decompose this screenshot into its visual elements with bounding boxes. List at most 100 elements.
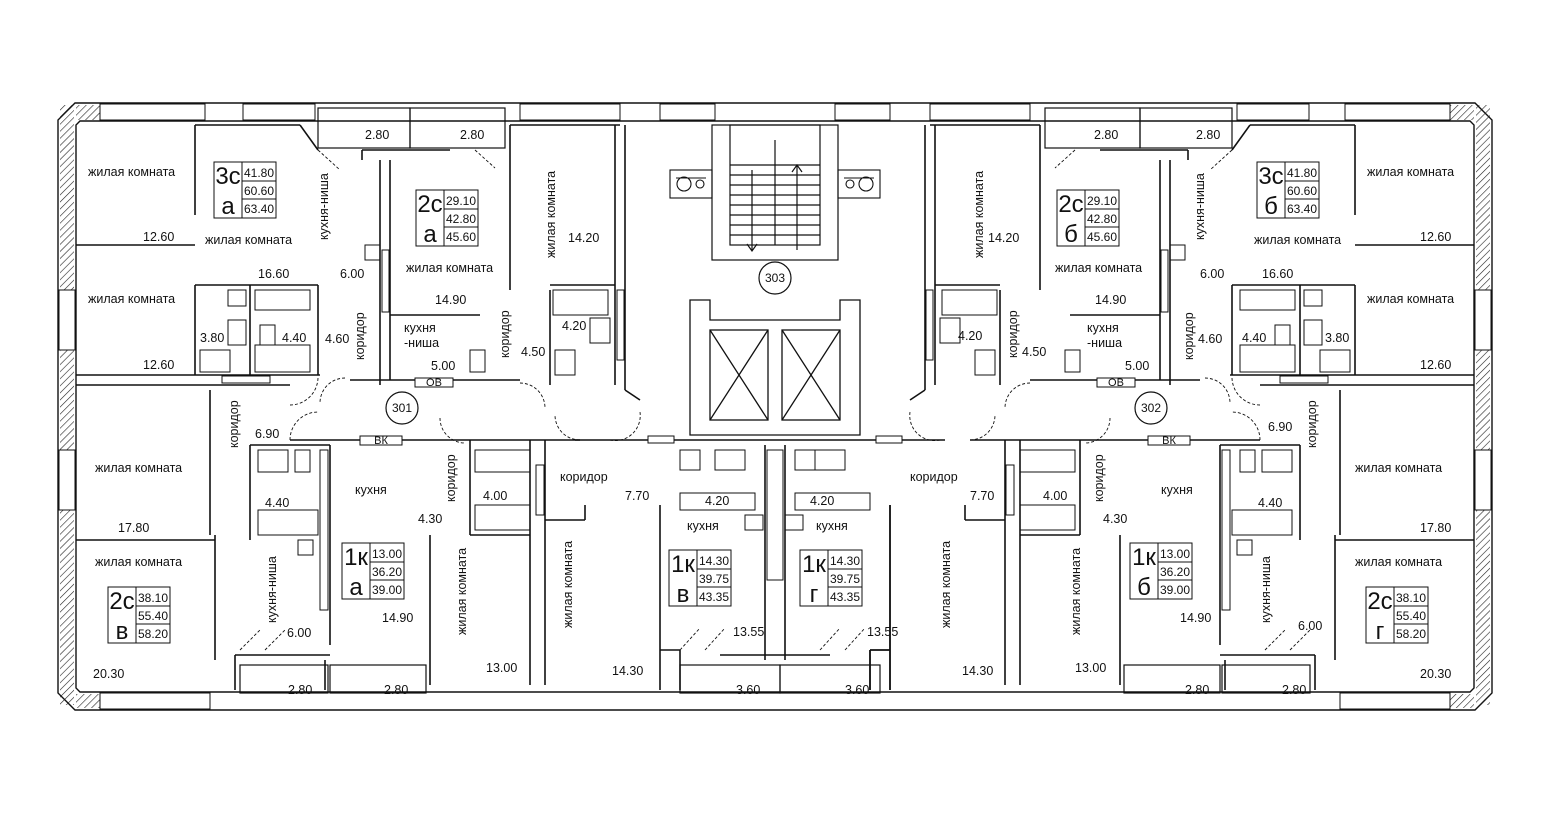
svg-text:2.80: 2.80: [1094, 128, 1118, 142]
svg-text:38.10: 38.10: [138, 591, 168, 605]
svg-text:12.60: 12.60: [143, 230, 174, 244]
svg-text:17.80: 17.80: [118, 521, 149, 535]
svg-text:1к: 1к: [1132, 544, 1156, 571]
room-label: коридор: [1006, 310, 1020, 358]
room-label: кухня: [687, 519, 719, 533]
svg-text:6.00: 6.00: [287, 626, 311, 640]
svg-text:58.20: 58.20: [1396, 627, 1426, 641]
room-label: жилая комната: [561, 541, 575, 628]
room-label: кухня-ниша: [1259, 556, 1273, 623]
svg-text:20.30: 20.30: [93, 667, 124, 681]
svg-text:14.30: 14.30: [962, 664, 993, 678]
svg-text:16.60: 16.60: [258, 267, 289, 281]
svg-text:4.20: 4.20: [810, 494, 834, 508]
svg-text:12.60: 12.60: [143, 358, 174, 372]
svg-text:ВК: ВК: [1162, 435, 1176, 447]
svg-text:7.70: 7.70: [625, 489, 649, 503]
svg-text:4.30: 4.30: [1103, 512, 1127, 526]
svg-text:13.55: 13.55: [733, 625, 764, 639]
svg-text:б: б: [1137, 574, 1151, 601]
room-label: жилая комната: [1069, 548, 1083, 635]
svg-text:1к: 1к: [344, 544, 368, 571]
room-label: жилая комната: [1367, 165, 1454, 179]
svg-text:14.30: 14.30: [830, 554, 860, 568]
svg-text:301: 301: [392, 401, 412, 415]
svg-text:39.75: 39.75: [830, 572, 860, 586]
room-label: кухня: [1087, 321, 1119, 335]
room-label: коридор: [444, 454, 458, 502]
room-label: коридор: [910, 470, 958, 484]
apt-box-1k-a: 1к а 13.00 36.20 39.00: [341, 542, 405, 601]
svg-text:2.80: 2.80: [384, 683, 408, 697]
room-label: коридор: [1305, 400, 1319, 448]
svg-text:14.30: 14.30: [699, 554, 729, 568]
section-303: 303: [758, 261, 792, 295]
svg-text:55.40: 55.40: [1396, 609, 1426, 623]
svg-text:б: б: [1264, 193, 1278, 220]
doors: [239, 149, 1311, 651]
staircase: [711, 124, 839, 261]
svg-text:13.00: 13.00: [372, 547, 402, 561]
room-label: жилая комната: [88, 165, 175, 179]
room-label: кухня: [1161, 483, 1193, 497]
svg-text:4.60: 4.60: [325, 332, 349, 346]
svg-text:4.20: 4.20: [705, 494, 729, 508]
room-label: коридор: [560, 470, 608, 484]
svg-text:6.90: 6.90: [1268, 420, 1292, 434]
tag-vk-left: ВК: [359, 435, 403, 447]
svg-text:38.10: 38.10: [1396, 591, 1426, 605]
room-label: кухня-ниша: [1193, 173, 1207, 240]
windows: [58, 103, 1492, 710]
svg-text:12.60: 12.60: [1420, 358, 1451, 372]
svg-text:4.40: 4.40: [1258, 496, 1282, 510]
svg-text:1к: 1к: [802, 551, 826, 578]
room-label: жилая комната: [95, 555, 182, 569]
svg-text:2.80: 2.80: [1185, 683, 1209, 697]
svg-text:3с: 3с: [215, 163, 240, 190]
svg-text:41.80: 41.80: [244, 166, 274, 180]
svg-text:45.60: 45.60: [1087, 230, 1117, 244]
room-label: коридор: [498, 310, 512, 358]
svg-text:41.80: 41.80: [1287, 166, 1317, 180]
room-label: жилая комната: [455, 548, 469, 635]
svg-text:14.90: 14.90: [1180, 611, 1211, 625]
tag-vk-right: ВК: [1147, 435, 1191, 447]
svg-text:20.30: 20.30: [1420, 667, 1451, 681]
svg-text:13.00: 13.00: [1160, 547, 1190, 561]
elevator-shafts: [689, 299, 861, 436]
svg-text:3.80: 3.80: [200, 331, 224, 345]
svg-text:13.00: 13.00: [1075, 661, 1106, 675]
balconies: [239, 107, 1311, 694]
svg-text:6.90: 6.90: [255, 427, 279, 441]
svg-text:39.00: 39.00: [372, 583, 402, 597]
svg-text:36.20: 36.20: [372, 565, 402, 579]
svg-text:4.40: 4.40: [282, 331, 306, 345]
svg-text:39.00: 39.00: [1160, 583, 1190, 597]
svg-text:43.35: 43.35: [830, 590, 860, 604]
bathroom-fixtures-right: [939, 244, 1351, 556]
tag-ov-right: ОВ: [1096, 377, 1136, 389]
svg-text:55.40: 55.40: [138, 609, 168, 623]
svg-text:36.20: 36.20: [1160, 565, 1190, 579]
svg-text:303: 303: [765, 271, 785, 285]
apt-box-2c-g: 2с г 38.10 55.40 58.20: [1365, 586, 1429, 645]
apt-box-3c-b: 3с б 41.80 60.60 63.40: [1256, 161, 1320, 220]
svg-text:3с: 3с: [1258, 163, 1283, 190]
apt-box-2c-b: 2с б 29.10 42.80 45.60: [1056, 189, 1120, 248]
apt-box-1k-g: 1к г 14.30 39.75 43.35: [799, 549, 863, 608]
svg-text:14.90: 14.90: [382, 611, 413, 625]
room-label: жилая комната: [939, 541, 953, 628]
svg-text:29.10: 29.10: [1087, 194, 1117, 208]
svg-text:3.60: 3.60: [845, 683, 869, 697]
wheelchair-icon: [669, 169, 881, 199]
svg-text:4.40: 4.40: [1242, 331, 1266, 345]
svg-text:4.50: 4.50: [521, 345, 545, 359]
room-label: кухня: [404, 321, 436, 335]
svg-text:5.00: 5.00: [1125, 359, 1149, 373]
svg-text:60.60: 60.60: [1287, 184, 1317, 198]
area-numbers: 2.80 2.80 2.80 2.80 12.60 12.60 16.60 6.…: [93, 128, 1451, 697]
room-label: коридор: [353, 312, 367, 360]
room-label: кухня: [816, 519, 848, 533]
room-label: жилая комната: [1254, 233, 1341, 247]
